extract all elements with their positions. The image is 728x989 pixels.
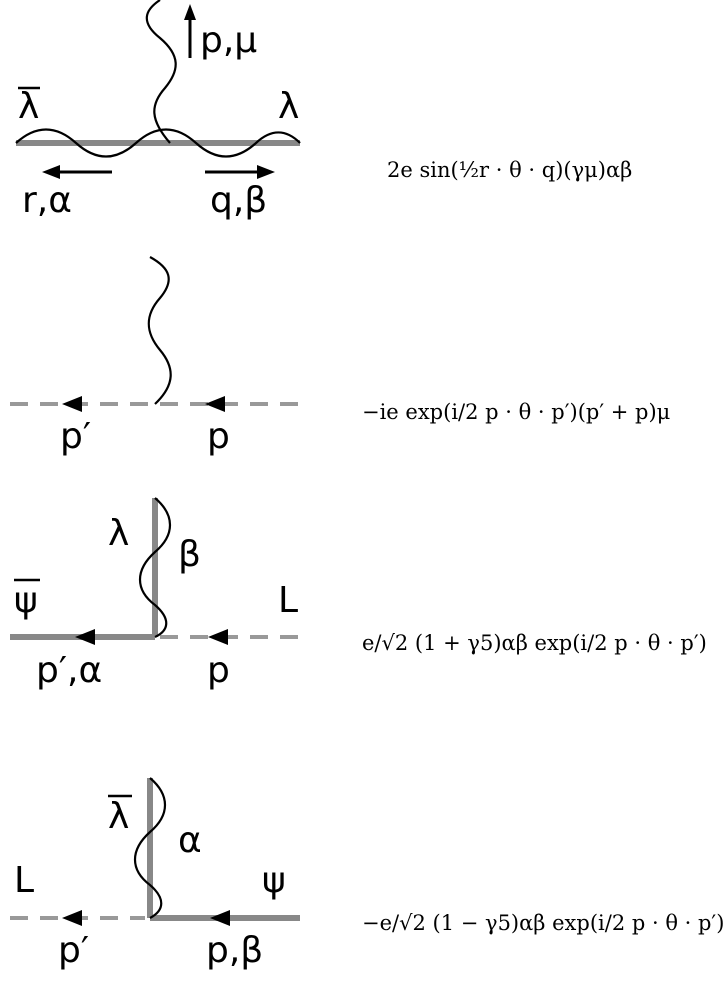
left-field-label: L <box>14 860 34 901</box>
bottom-right-label: p,β <box>206 930 263 971</box>
photon-right-label: α <box>178 820 202 861</box>
photon-wave-line <box>147 256 172 405</box>
arrow-head <box>210 910 230 926</box>
gaugino-wave-line <box>134 777 166 919</box>
arrow-head <box>205 396 225 412</box>
right-field-label: λ <box>278 86 299 127</box>
arrow-head <box>42 165 60 179</box>
gaugino-wave-line <box>139 497 171 638</box>
vertex-rule-2: −ie exp(i/2 p · θ · p′)(p′ + p)μ <box>362 400 670 424</box>
photon-left-label: λ <box>108 513 129 554</box>
vertex-rule-1: 2e sin(½r · θ · q)(γμ)αβ <box>387 158 632 182</box>
bottom-right-label: q,β <box>210 180 267 221</box>
arrow-head <box>62 910 82 926</box>
arrow-head <box>208 629 228 645</box>
photon-wave-line <box>145 0 177 144</box>
arrow-head <box>75 629 95 645</box>
photon-label: p,μ <box>200 20 257 61</box>
left-field-label: ψ <box>14 580 38 621</box>
photon-right-label: β <box>178 534 201 575</box>
right-field-label: ψ <box>262 860 286 901</box>
vertex-4: λ α L ψ p′ p,β −e/√2 (1 − γ5)αβ exp(i/2 … <box>10 777 724 971</box>
bottom-left-label: p′ <box>60 416 91 457</box>
arrow-head <box>62 396 82 412</box>
vertex-1: p,μ λ λ r,α q,β 2e sin(½r · θ · q)(γμ)αβ <box>15 0 632 221</box>
vertex-rule-3: e/√2 (1 + γ5)αβ exp(i/2 p · θ · p′) <box>362 631 707 655</box>
photon-left-label: λ <box>108 796 129 837</box>
bottom-right-label: p <box>207 650 230 691</box>
right-field-label: L <box>278 580 298 621</box>
bottom-right-label: p <box>207 416 230 457</box>
arrow-head <box>257 165 275 179</box>
vertex-2: p′ p −ie exp(i/2 p · θ · p′)(p′ + p)μ <box>10 256 670 457</box>
bottom-left-label: r,α <box>22 180 72 221</box>
gaugino-wave-line <box>15 128 301 158</box>
arrow-head <box>184 4 196 20</box>
vertex-rule-4: −e/√2 (1 − γ5)αβ exp(i/2 p · θ · p′) <box>362 911 724 935</box>
vertex-3: λ β ψ L p′,α p e/√2 (1 + γ5)αβ exp(i/2 p… <box>10 497 707 691</box>
bottom-left-label: p′,α <box>36 650 102 691</box>
bottom-left-label: p′ <box>58 930 89 971</box>
left-field-label: λ <box>18 86 39 127</box>
